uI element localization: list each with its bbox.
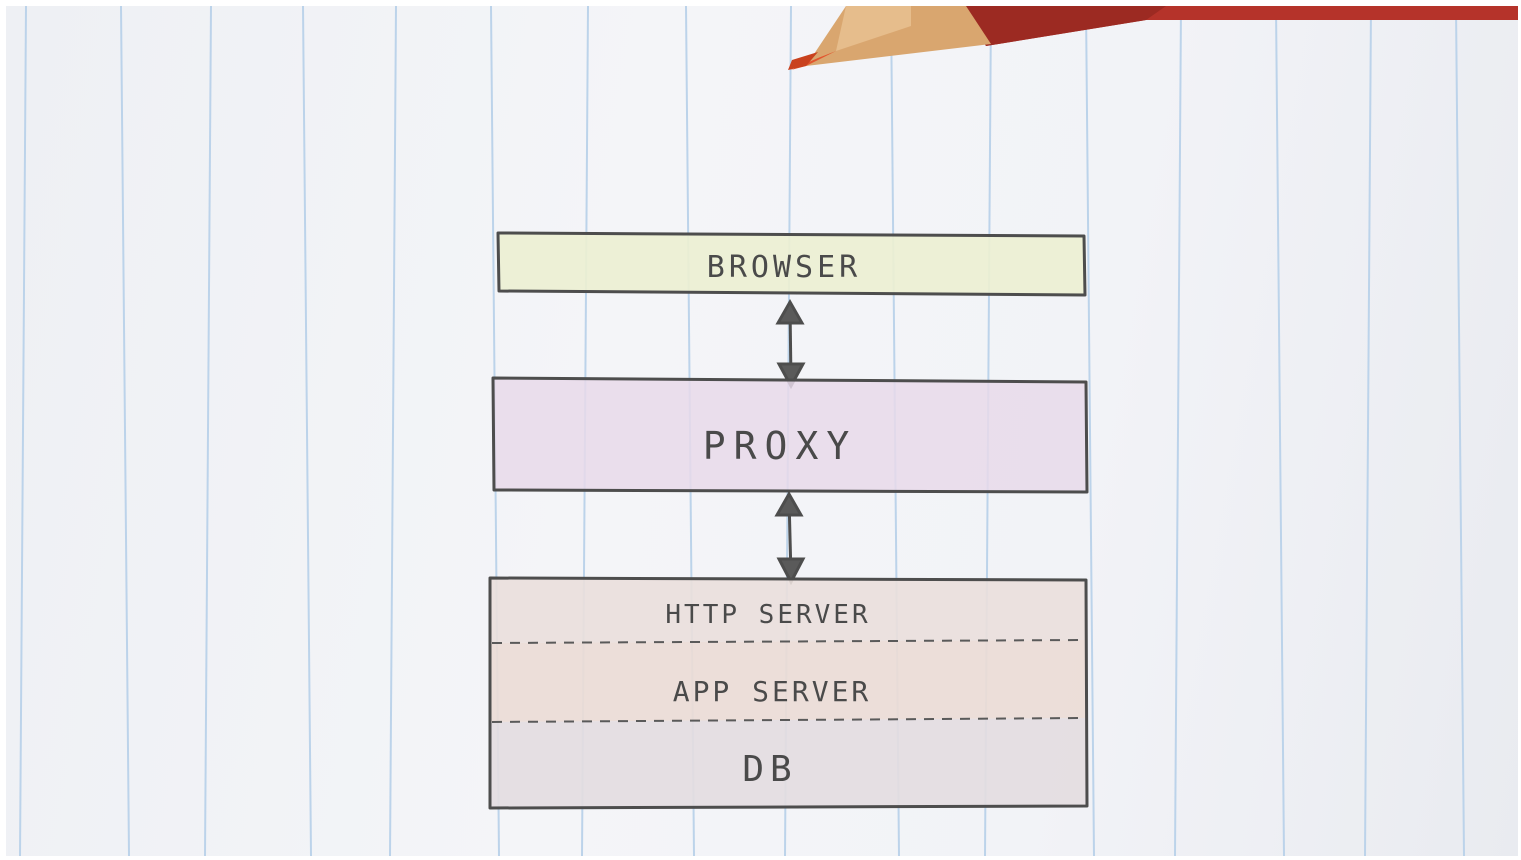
layer-browser-box <box>496 231 1087 297</box>
layer-label-browser: BROWSER <box>706 250 862 285</box>
layer-label-db: DB <box>742 749 798 790</box>
ruled-line <box>302 6 312 856</box>
notebook-photo: BROWSER PROXY HTTP SERVER APP SERVER DB <box>6 6 1518 856</box>
ruled-line <box>1364 6 1372 856</box>
layer-proxy-box <box>491 376 1089 494</box>
arrow-browser-proxy <box>775 298 806 390</box>
architecture-diagram <box>488 231 1089 810</box>
ruled-line <box>389 6 397 856</box>
layer-label-proxy: PROXY <box>702 424 858 468</box>
ruled-line <box>19 6 27 856</box>
ruled-line <box>204 6 212 856</box>
layer-server-stack-box <box>488 576 1089 810</box>
arrow-proxy-http <box>774 490 806 586</box>
red-pencil <box>788 6 1518 70</box>
dashed-divider <box>491 639 1085 644</box>
dashed-divider <box>491 717 1085 723</box>
ruled-line <box>120 6 130 856</box>
ruled-line <box>1275 6 1285 856</box>
ruled-line <box>1085 6 1095 856</box>
ruled-line <box>1455 6 1465 856</box>
layer-label-app-server: APP SERVER <box>672 675 872 708</box>
ruled-line <box>1174 6 1182 856</box>
layer-label-http-server: HTTP SERVER <box>665 600 871 630</box>
